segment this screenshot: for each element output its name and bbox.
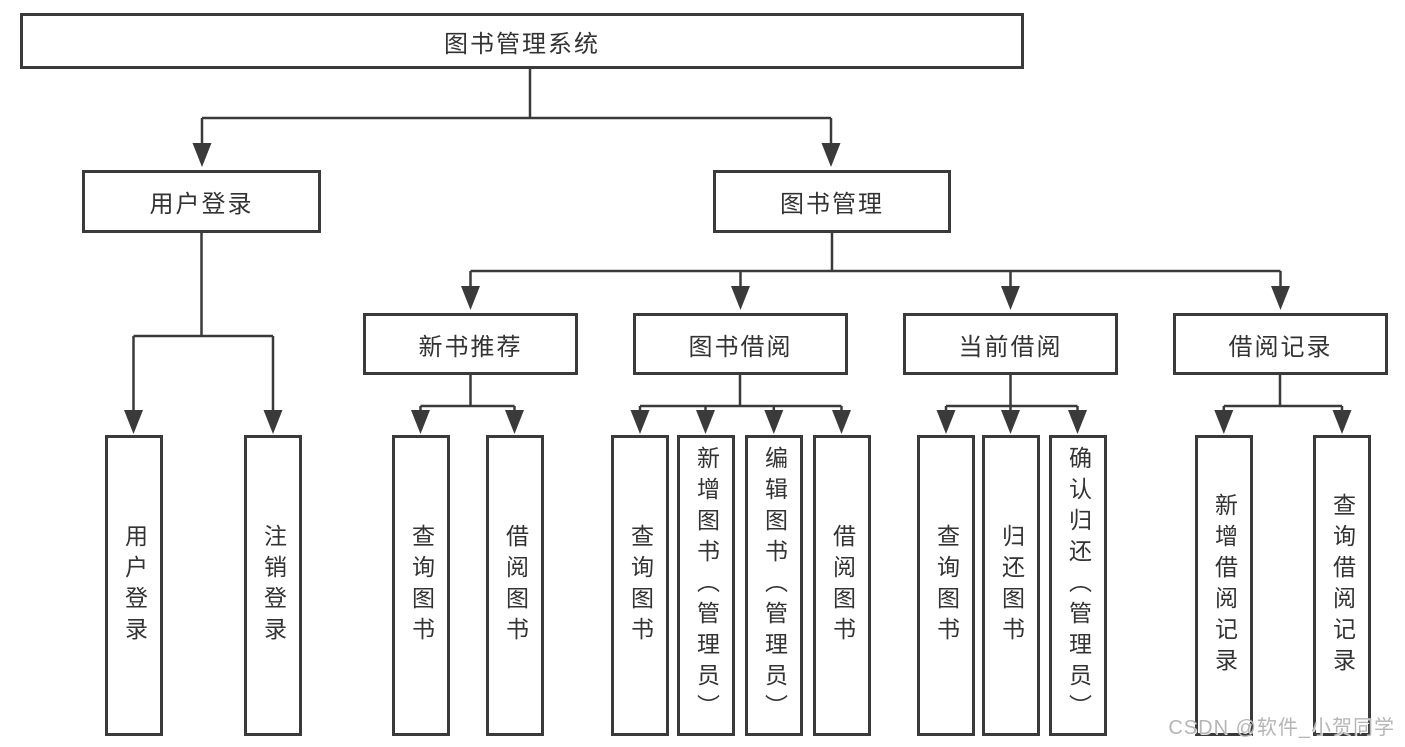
csdn-watermark: CSDN @软件_小贺同学 <box>1168 717 1395 739</box>
node-book-management: 图书管理 <box>713 170 951 233</box>
leaf-logout-login: 注销登录 <box>244 435 302 736</box>
node-borrow-records: 借阅记录 <box>1173 313 1388 375</box>
leaf-nb-query-books: 查询图书 <box>392 435 450 736</box>
leaf-user-login: 用户登录 <box>105 435 163 736</box>
arrow-shafts <box>132 118 1344 422</box>
leaf-cb-query-books: 查询图书 <box>917 435 975 736</box>
leaf-cb-return-books: 归还图书 <box>982 435 1040 736</box>
leaf-bb-edit-books-admin: 编辑图书（管理员） <box>745 435 803 736</box>
leaf-nb-borrow-books: 借阅图书 <box>486 435 544 736</box>
node-user-login: 用户登录 <box>82 170 321 233</box>
leaf-bb-query-books: 查询图书 <box>611 435 669 736</box>
node-book-borrow: 图书借阅 <box>633 313 848 375</box>
leaf-bb-borrow-books: 借阅图书 <box>813 435 871 736</box>
node-root-system: 图书管理系统 <box>20 13 1024 69</box>
node-new-book-recommend: 新书推荐 <box>363 313 578 375</box>
leaf-br-add-borrow-record: 新增借阅记录 <box>1195 435 1253 736</box>
leaf-bb-add-books-admin: 新增图书（管理员） <box>677 435 735 736</box>
leaf-cb-confirm-return-admin: 确认归还（管理员） <box>1049 435 1107 736</box>
node-current-borrow: 当前借阅 <box>903 313 1118 375</box>
leaf-br-query-borrow-record: 查询借阅记录 <box>1313 435 1371 736</box>
